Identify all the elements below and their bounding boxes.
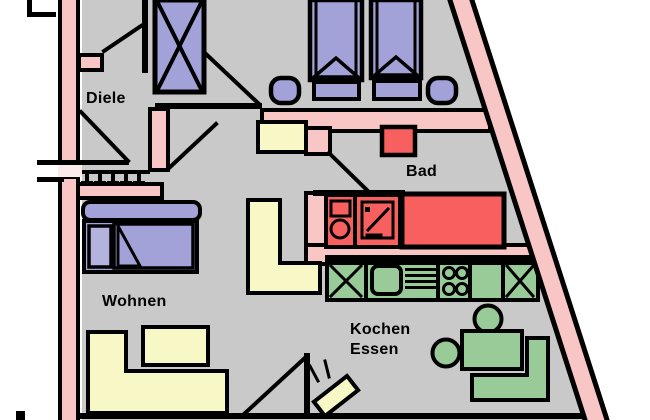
dining-table bbox=[460, 329, 524, 371]
doormat bbox=[307, 359, 361, 419]
door-swing-bedroom bbox=[203, 51, 262, 107]
bottom-left-wall-stub bbox=[16, 411, 25, 420]
bottom-wall-line bbox=[80, 413, 585, 419]
entrance-jamb-bottom bbox=[37, 177, 64, 182]
dining-bench bbox=[470, 336, 550, 402]
left-wall-upper bbox=[58, 0, 80, 168]
door-swing-wohnen bbox=[165, 121, 219, 172]
balcony-door-jamb bbox=[304, 353, 310, 415]
door-swing-bath bbox=[326, 150, 374, 197]
top-left-wall-stub bbox=[27, 12, 56, 17]
top-left-wall-stub bbox=[27, 0, 32, 17]
stool-left bbox=[268, 75, 302, 106]
corner-sofa bbox=[86, 330, 229, 415]
kitchen-counter bbox=[325, 255, 540, 302]
entrance-jamb-top bbox=[37, 160, 129, 165]
sofa-bed bbox=[81, 200, 202, 274]
bathtub bbox=[399, 191, 507, 250]
room-label-essen: Essen bbox=[350, 341, 399, 358]
entrance-opening bbox=[58, 165, 82, 177]
wall-under-wardrobe bbox=[155, 103, 262, 109]
shelf bbox=[256, 120, 308, 154]
desk-l-shaped bbox=[246, 198, 322, 295]
room-label-diele: Diele bbox=[86, 90, 126, 107]
cabinet-x-left bbox=[328, 263, 364, 299]
dining-chair-top bbox=[472, 303, 504, 335]
shower bbox=[353, 193, 402, 249]
bed-left bbox=[307, 0, 365, 101]
coat-rack bbox=[80, 170, 150, 185]
toilet bbox=[324, 193, 357, 249]
kitchen-sink bbox=[370, 264, 403, 296]
wall-stub-diele bbox=[148, 107, 170, 172]
wardrobe bbox=[152, 0, 207, 95]
stove-burners bbox=[442, 266, 469, 296]
bathroom-sink bbox=[379, 124, 418, 158]
wall-top-room-right bbox=[142, 0, 148, 73]
diagonal-wall bbox=[447, 0, 610, 420]
door-swing-top-room bbox=[101, 23, 144, 54]
room-label-kochen: Kochen bbox=[350, 321, 411, 338]
left-wall-lower bbox=[58, 175, 80, 420]
bed-right bbox=[368, 0, 424, 101]
door-swing-entrance bbox=[78, 109, 131, 164]
wall-stub-top-room bbox=[77, 53, 104, 72]
room-label-wohnen: Wohnen bbox=[102, 293, 167, 310]
coffee-table bbox=[141, 325, 210, 367]
drawer-lines bbox=[405, 268, 436, 289]
cabinet-x-right bbox=[504, 263, 536, 299]
door-swing-balcony bbox=[240, 353, 310, 418]
wall-bath-left-upper bbox=[304, 126, 332, 156]
room-label-bad: Bad bbox=[406, 163, 438, 180]
wall-diele-wohnen bbox=[75, 182, 164, 200]
stool-right bbox=[425, 75, 459, 106]
dining-chair-left bbox=[430, 337, 462, 369]
